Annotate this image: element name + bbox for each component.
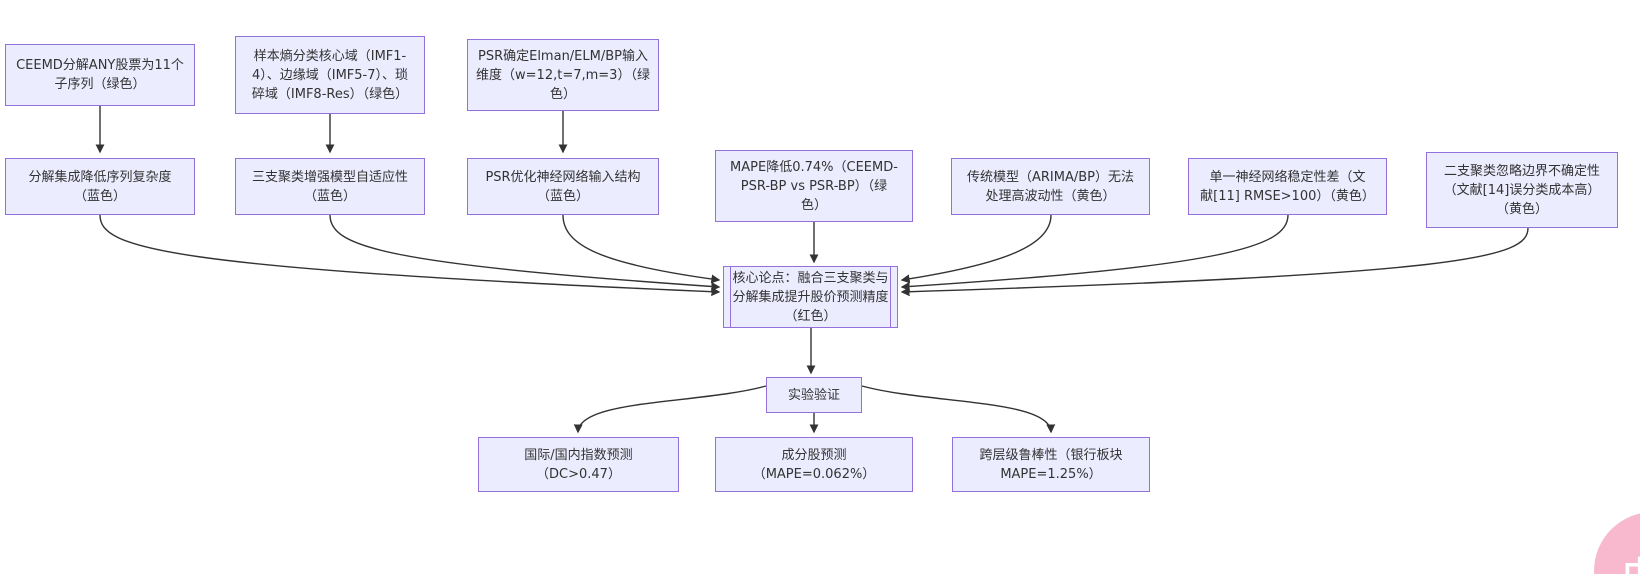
node-entropy: 样本熵分类核心域（IMF1- 4）、边缘域（IMF5-7）、琐 碎域（IMF8-… [235, 36, 425, 114]
node-traditional: 传统模型（ARIMA/BP）无法 处理高波动性（黄色） [951, 158, 1150, 215]
edge-singlenn-core [900, 214, 1289, 291]
translate-button-label: 中A [1623, 547, 1640, 574]
edge-experiment-robust [861, 385, 1056, 434]
node-stock-prediction: 成分股预测 （MAPE=0.062%） [715, 437, 913, 492]
translate-button[interactable]: 中A [1594, 512, 1640, 574]
node-decomp: 分解集成降低序列复杂度 （蓝色） [5, 158, 195, 215]
node-psr: PSR确定Elman/ELM/BP输入 维度（w=12,t=7,m=3）（绿 色… [467, 39, 659, 111]
edge-decomp-core [99, 214, 721, 297]
edge-threeway-core [329, 214, 721, 291]
node-index-prediction: 国际/国内指数预测 （DC>0.47） [478, 437, 679, 492]
node-robustness: 跨层级鲁棒性（银行板块 MAPE=1.25%） [952, 437, 1150, 492]
node-twoway: 二支聚类忽略边界不确定性 （文献[14]误分类成本高） （黄色） [1426, 152, 1618, 228]
node-core-thesis: 核心论点：融合三支聚类与 分解集成提升股价预测精度 （红色） [723, 266, 898, 328]
edge-traditional-core [900, 214, 1052, 284]
node-singlenn: 单一神经网络稳定性差（文 献[11] RMSE>100）（黄色） [1188, 158, 1387, 215]
edge-twoway-core [900, 227, 1529, 297]
node-experiment: 实验验证 [766, 377, 862, 413]
node-threeway: 三支聚类增强模型自适应性 （蓝色） [235, 158, 425, 215]
edge-psropt-core [562, 214, 721, 284]
node-ceemd: CEEMD分解ANY股票为11个 子序列（绿色） [5, 44, 195, 106]
node-psropt: PSR优化神经网络输入结构 （蓝色） [467, 158, 659, 215]
node-mape: MAPE降低0.74%（CEEMD- PSR-BP vs PSR-BP）（绿 色… [715, 150, 913, 222]
edge-experiment-indexpred [573, 385, 767, 434]
